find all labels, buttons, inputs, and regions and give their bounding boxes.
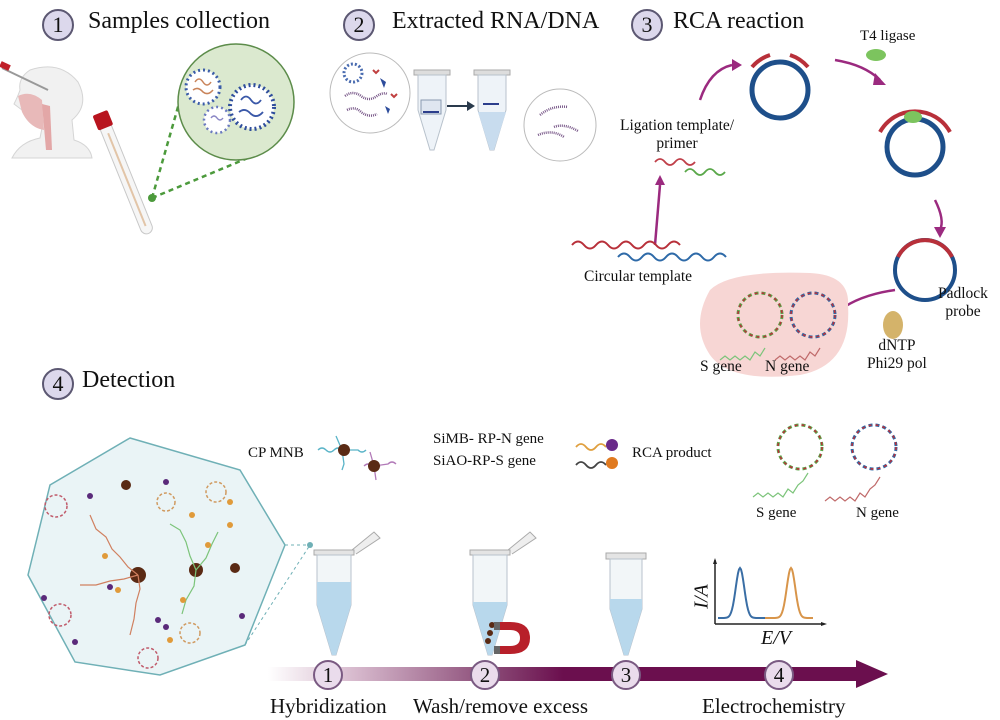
nucleic-acid-magnification-circle (523, 88, 597, 162)
legend-s-gene-label: S gene (756, 505, 797, 521)
timeline-number: 2 (479, 662, 491, 687)
timeline-label-electrochemistry: Electrochemistry (702, 694, 846, 718)
step-2-title: Extracted RNA/DNA (392, 8, 600, 34)
arrow-right-icon (447, 101, 475, 111)
siao-label: SiAO-RP-S gene (433, 453, 536, 469)
timeline-arrow (268, 660, 888, 688)
reaction-mixture-zoom-octagon (27, 437, 313, 676)
lysate-magnification-circle (329, 52, 411, 134)
timeline-label-hybridization: Hybridization (270, 694, 387, 718)
virus-icon (184, 68, 222, 106)
step-number: 3 (641, 12, 653, 37)
final-tube-icon (605, 552, 647, 656)
hybridization-tube-icon (313, 531, 381, 656)
timeline-step-2: 2 (470, 660, 500, 690)
rca-cycle-diagram (571, 53, 957, 377)
timeline-number: 3 (620, 662, 632, 687)
timeline-step-3: 3 (611, 660, 641, 690)
step-2-badge: 2 (343, 9, 375, 41)
step-number: 2 (353, 12, 365, 37)
step-3-title: RCA reaction (673, 8, 805, 34)
step-3-badge: 3 (631, 9, 663, 41)
t4-ligase-icon (866, 49, 886, 61)
step-1-badge: 1 (42, 9, 74, 41)
simb-label: SiMB- RP-N gene (433, 431, 544, 447)
magnetic-bead (230, 563, 240, 573)
step-1-title: Samples collection (88, 8, 270, 34)
timeline-number: 1 (322, 662, 334, 687)
step-number: 1 (52, 12, 64, 37)
peak-n-gene (765, 566, 813, 619)
wash-tube-magnet-icon (469, 531, 537, 656)
rca-s-gene-label: S gene (700, 358, 742, 375)
timeline-label-wash: Wash/remove excess (413, 694, 588, 718)
plot-ylabel: I/A (690, 584, 713, 609)
t4-ligase-label: T4 ligase (860, 28, 916, 44)
step-number: 4 (52, 371, 64, 396)
step-4-title: Detection (82, 367, 176, 393)
ligation-template-label: Ligation template/ primer (620, 117, 735, 152)
circular-template-label: Circular template (584, 268, 693, 285)
virus-icon (228, 83, 276, 131)
cp-mnb-label: CP MNB (248, 445, 304, 461)
patient-head-illustration (0, 61, 93, 159)
peak-s-gene (718, 566, 765, 619)
open-padlock-circle (749, 53, 811, 121)
rca-n-gene-label: N gene (765, 358, 810, 375)
timeline-step-1: 1 (313, 660, 343, 690)
timeline-step-4: 4 (764, 660, 794, 690)
cp-mnb-legend-icon (317, 435, 397, 481)
virus-icon (202, 105, 232, 135)
step-4-badge: 4 (42, 368, 74, 400)
magnetic-bead (121, 480, 131, 490)
padlock-probe-label: Padlock probe (938, 285, 988, 320)
ligated-padlock-circle (878, 109, 952, 178)
dntp-phi29-label: dNTP Phi29 pol (867, 337, 927, 372)
voltammogram-plot (713, 558, 827, 626)
timeline-number: 4 (773, 662, 785, 687)
swab-tube-icon (93, 110, 153, 235)
microtube-icon (473, 69, 511, 151)
plot-xlabel: E/V (761, 627, 791, 649)
padlock-probe-circle (893, 238, 957, 302)
magnet-icon (498, 622, 530, 654)
legend-n-gene-label: N gene (856, 505, 899, 521)
microtube-icon (413, 69, 451, 151)
rca-product-label: RCA product (632, 445, 712, 461)
virus-magnification-circle (148, 43, 295, 202)
rca-product-legend-icon (575, 439, 618, 469)
gene-products-illustration (752, 423, 898, 502)
